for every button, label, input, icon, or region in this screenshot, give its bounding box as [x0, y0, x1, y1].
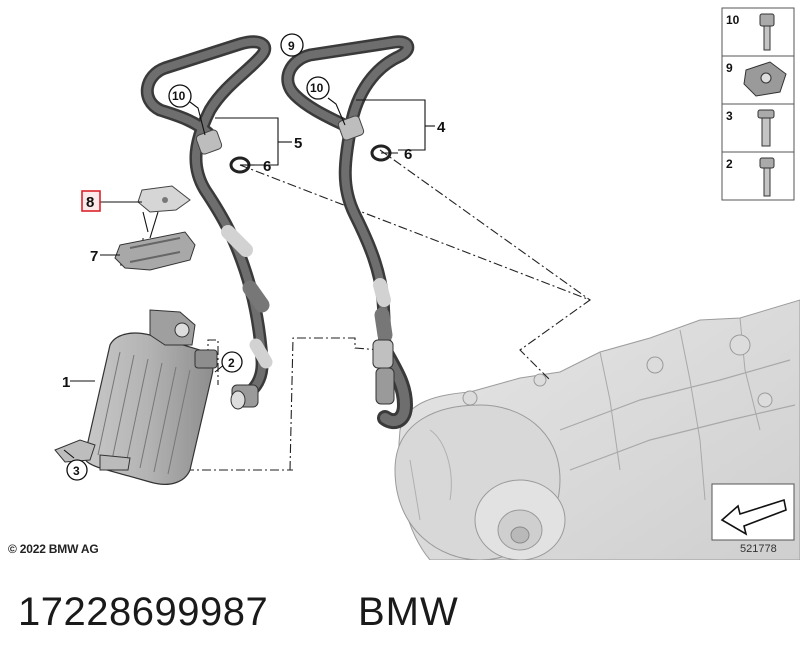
callout-3: 3 — [66, 459, 88, 481]
oil-cooler-1 — [54, 309, 218, 485]
side-parts-panel: 10 9 3 2 — [721, 7, 795, 201]
svg-text:3: 3 — [73, 464, 80, 478]
svg-text:10: 10 — [172, 89, 186, 103]
callout-4: 4 — [437, 119, 446, 136]
arrow-icon — [720, 498, 787, 536]
side-item-9: 9 — [726, 61, 787, 97]
svg-text:9: 9 — [288, 39, 295, 53]
svg-text:10: 10 — [726, 13, 740, 27]
copyright-text: © 2022 BMW AG — [8, 542, 99, 556]
svg-text:2: 2 — [726, 157, 733, 171]
part-number: 17228699987 — [18, 590, 269, 634]
callout-7: 7 — [90, 248, 98, 265]
reference-box — [711, 483, 795, 541]
line-4-fitting — [337, 115, 395, 405]
oil-cooler-line-5 — [140, 35, 273, 399]
callout-10-right: 10 — [306, 76, 330, 100]
parts-diagram: 1 2 3 4 5 6 6 7 8 9 10 10 — [54, 7, 800, 560]
callout-6-left: 6 — [263, 158, 271, 175]
callout-6-right: 6 — [404, 146, 412, 163]
bracket-8 — [137, 185, 191, 213]
side-item-3: 3 — [726, 109, 775, 147]
svg-text:2: 2 — [228, 356, 235, 370]
svg-text:8: 8 — [86, 194, 94, 211]
callout-2: 2 — [221, 351, 243, 373]
callout-10-left: 10 — [168, 84, 192, 108]
callout-leaders — [63, 97, 435, 459]
holder-7 — [114, 231, 196, 271]
svg-text:10: 10 — [310, 81, 324, 95]
svg-text:3: 3 — [726, 109, 733, 123]
line-5-fitting — [195, 129, 259, 410]
callout-8-highlighted: 8 — [81, 190, 101, 212]
callout-9: 9 — [280, 33, 304, 57]
callout-1: 1 — [62, 374, 70, 391]
svg-text:9: 9 — [726, 61, 733, 75]
diagram-reference-number: 521778 — [740, 543, 777, 555]
oil-cooler-line-4 — [281, 35, 415, 430]
side-item-10: 10 — [726, 13, 775, 51]
transmission-housing — [394, 299, 800, 560]
callout-5: 5 — [294, 135, 302, 152]
side-item-2: 2 — [726, 157, 775, 197]
callouts: 1 2 3 4 5 6 6 7 8 9 10 10 — [62, 33, 446, 481]
brand-name: BMW — [358, 590, 459, 634]
